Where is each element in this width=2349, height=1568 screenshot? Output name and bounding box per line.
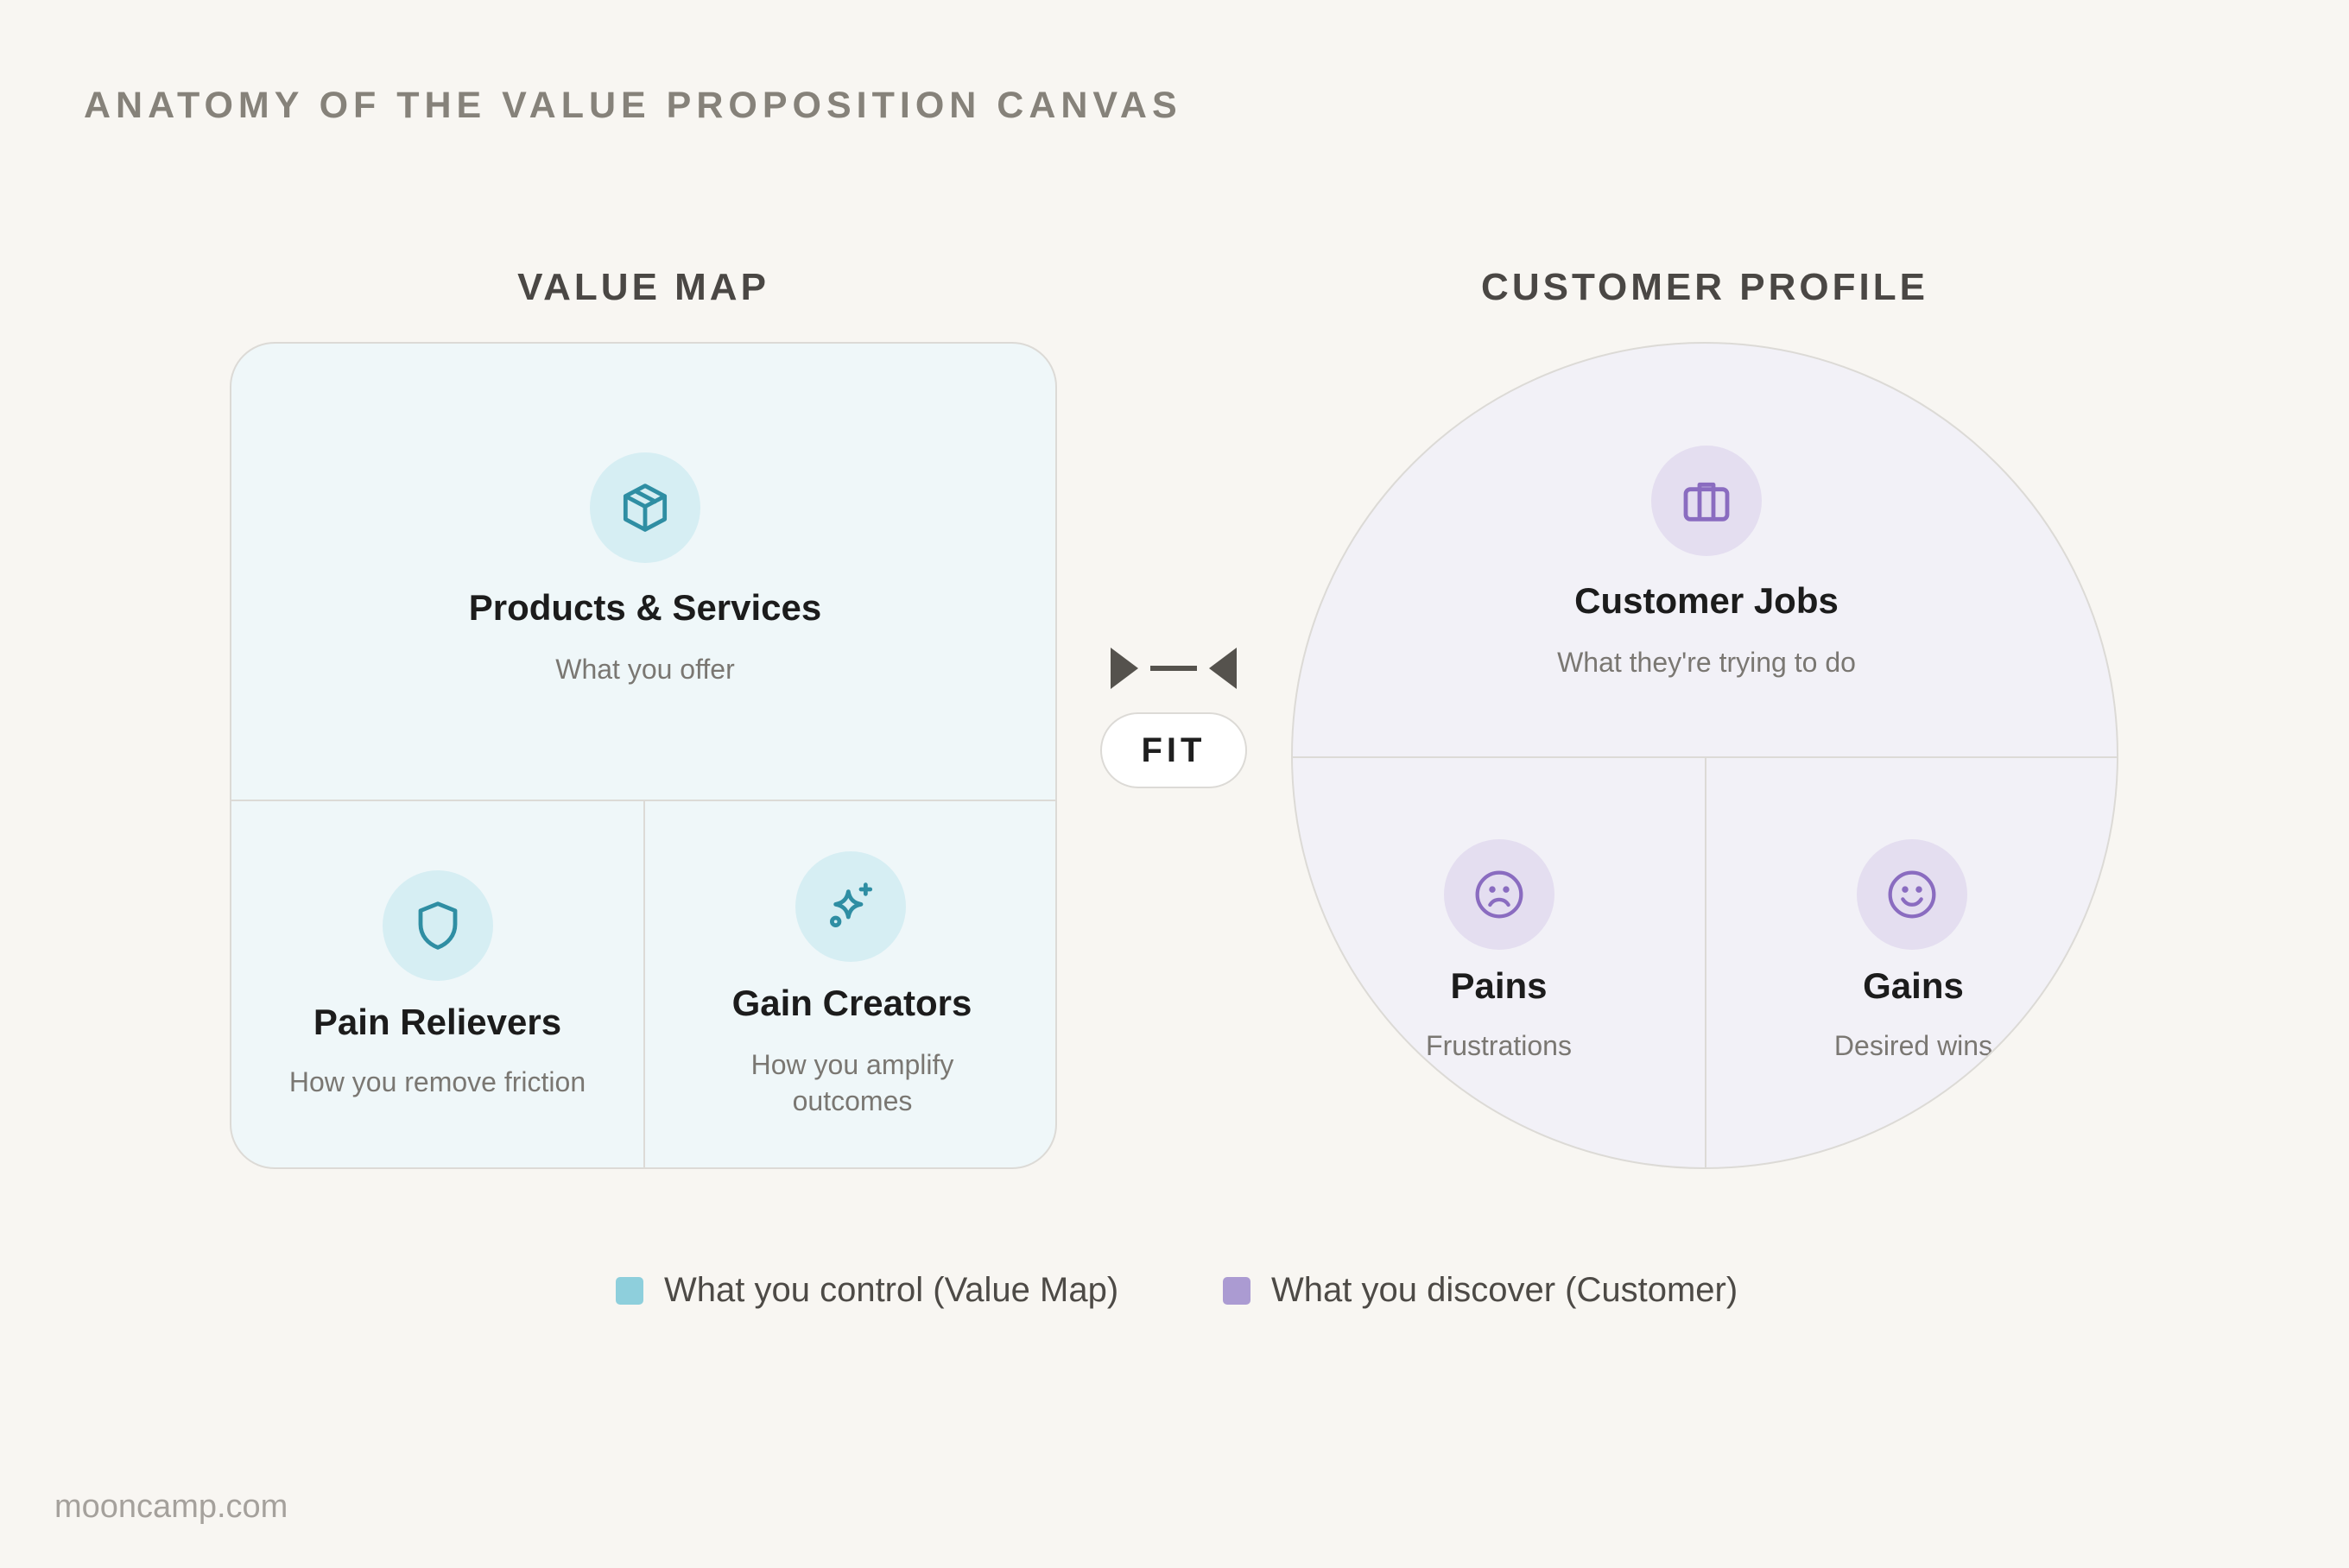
smile-icon [1857,839,1967,950]
sparkle-icon [795,851,906,962]
value-map-square: Products & Services What you offer Pain … [230,342,1057,1169]
footer-brand: mooncamp.com [54,1489,288,1525]
gains-subtitle: Desired wins [1833,1030,1993,1061]
fit-arrows-icon [1111,648,1237,689]
customer-profile-circle: Customer Jobs What they're trying to do … [1291,342,2118,1169]
legend-label: What you control (Value Map) [664,1271,1119,1309]
divider [1705,756,1706,1167]
shield-icon [383,870,493,981]
gains-title: Gains [1863,965,1964,1006]
products-services-subtitle: What you offer [555,654,735,685]
page-title: ANATOMY OF THE VALUE PROPOSITION CANVAS [84,85,1182,126]
value-map-heading: VALUE MAP [517,266,769,308]
fit-badge: FIT [1100,712,1247,788]
frown-icon [1444,839,1554,950]
pain-relievers-title: Pain Relievers [313,1002,562,1042]
divider [643,800,645,1167]
legend-item-value-map: What you control (Value Map) [616,1271,1118,1310]
gain-creators-title: Gain Creators [731,983,972,1023]
pains-title: Pains [1450,965,1548,1006]
box-icon [590,452,700,563]
legend-label: What you discover (Customer) [1271,1271,1738,1309]
legend-swatch [616,1276,643,1305]
products-services-title: Products & Services [468,587,822,628]
customer-jobs-subtitle: What they're trying to do [1557,647,1856,678]
customer-jobs-title: Customer Jobs [1574,580,1839,621]
briefcase-icon [1651,446,1762,556]
pain-relievers-subtitle: How you remove friction [288,1066,586,1097]
customer-profile-heading: CUSTOMER PROFILE [1481,266,1928,308]
legend-swatch [1223,1276,1250,1305]
legend-item-customer: What you discover (Customer) [1223,1271,1738,1310]
pains-subtitle: Frustrations [1426,1030,1572,1061]
gain-creators-subtitle: How you amplify outcomes [750,1049,954,1116]
